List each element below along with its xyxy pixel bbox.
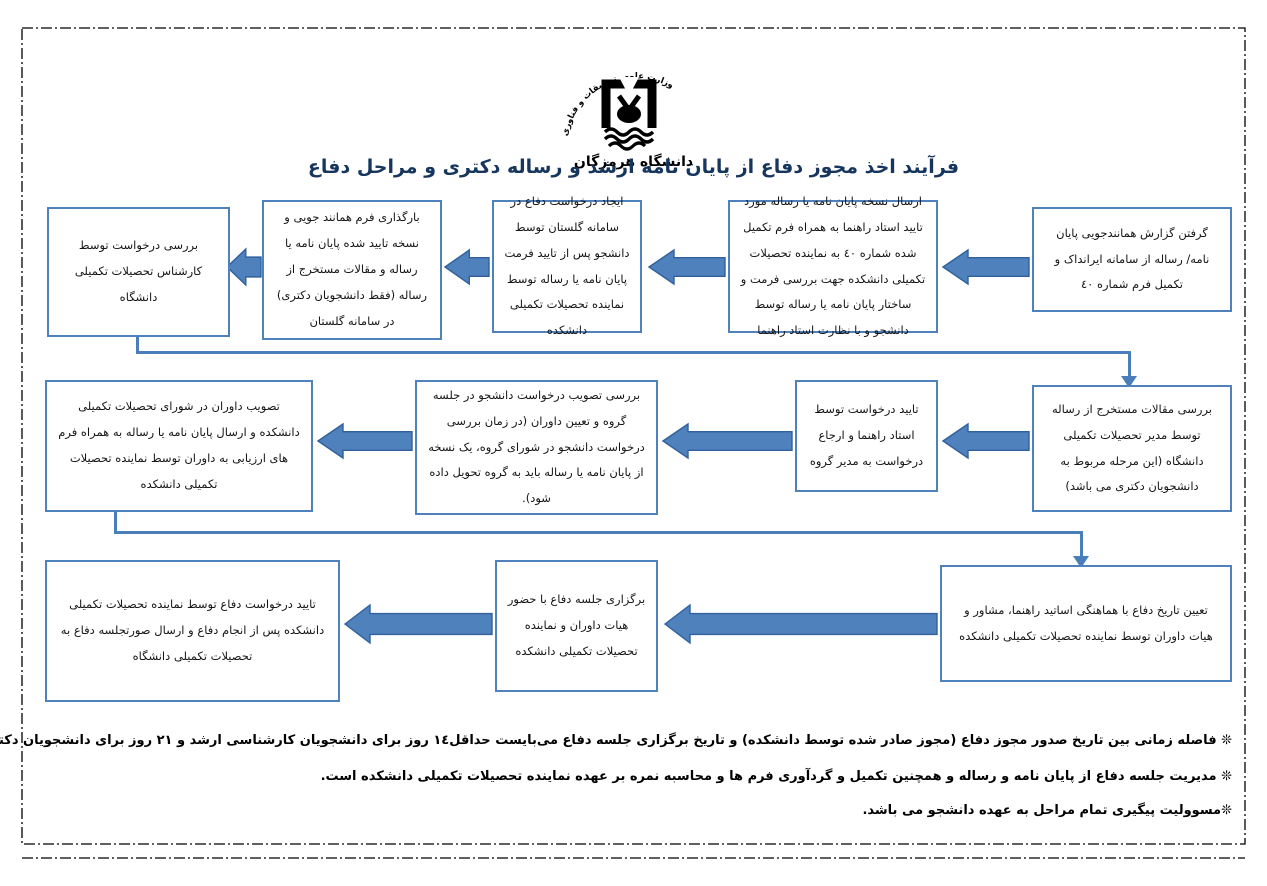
note-session-management: ❊ مدیریت جلسه دفاع از پایان نامه و رساله… bbox=[320, 769, 1232, 784]
flow-arrow-left-icon bbox=[443, 248, 490, 286]
step-final-approval: تایید درخواست دفاع توسط نماینده تحصیلات … bbox=[45, 560, 340, 702]
connector-line bbox=[1128, 351, 1131, 377]
step-golestan-request: ایجاد درخواست دفاع در سامانه گلستان توسط… bbox=[492, 194, 642, 337]
note-defense-interval: ❊ فاصله زمانی بین تاریخ صدور مجوز دفاع (… bbox=[0, 733, 1232, 748]
flow-arrow-left-icon bbox=[941, 422, 1030, 460]
step-university-expert-review: بررسی درخواست توسط کارشناس تحصیلات تکمیل… bbox=[47, 207, 230, 337]
step-articles-review: بررسی مقالات مستخرج از رساله توسط مدیر ت… bbox=[1032, 385, 1232, 512]
step-upload-forms: بارگذاری فرم همانند جویی و نسخه تایید شد… bbox=[262, 200, 442, 340]
step-group-session-review: بررسی تصویب درخواست دانشجو در جلسه گروه … bbox=[415, 380, 658, 515]
step-irandoc-report: گرفتن گزارش همانندجویی پایان نامه/ رساله… bbox=[1032, 207, 1232, 312]
university-name: دانشگاه هرمزگان bbox=[573, 154, 694, 170]
flow-arrow-left-icon bbox=[647, 248, 726, 286]
note-student-responsibility: ❊مسوولیت پیگیری تمام مراحل به عهده دانشج… bbox=[862, 803, 1232, 818]
flow-arrow-left-icon bbox=[663, 603, 938, 645]
page-title: فرآیند اخذ مجوز دفاع از پایان نامه ارشد … bbox=[307, 156, 960, 178]
ministry-logo-icon: وزارت علوم، تحقیقات و فناوری bbox=[560, 71, 675, 151]
connector-line bbox=[136, 351, 1131, 354]
step-send-copy-to-rep: ارسال نسخه پایان نامه یا رساله مورد تایی… bbox=[728, 194, 938, 337]
flow-arrow-left-icon bbox=[225, 247, 262, 287]
flow-arrow-left-icon bbox=[316, 422, 413, 460]
step-hold-defense-session: برگزاری جلسه دفاع با حضور هیات داوران و … bbox=[495, 560, 658, 692]
connector-line bbox=[136, 337, 139, 354]
step-set-defense-date: تعیین تاریخ دفاع با هماهنگی اساتید راهنم… bbox=[940, 565, 1232, 682]
flow-arrow-left-icon bbox=[941, 248, 1030, 286]
connector-line bbox=[114, 512, 117, 534]
flow-arrow-left-icon bbox=[661, 422, 793, 460]
university-logo: وزارت علوم، تحقیقات و فناوری دانشگاه هرم… bbox=[539, 52, 729, 170]
connector-line bbox=[114, 531, 1083, 534]
connector-line bbox=[1080, 531, 1083, 557]
flow-arrow-left-icon bbox=[343, 603, 493, 645]
step-referees-approval: تصویب داوران در شورای تحصیلات تکمیلی دان… bbox=[45, 380, 313, 512]
step-supervisor-approval: تایید درخواست توسط استاد راهنما و ارجاع … bbox=[795, 380, 938, 492]
